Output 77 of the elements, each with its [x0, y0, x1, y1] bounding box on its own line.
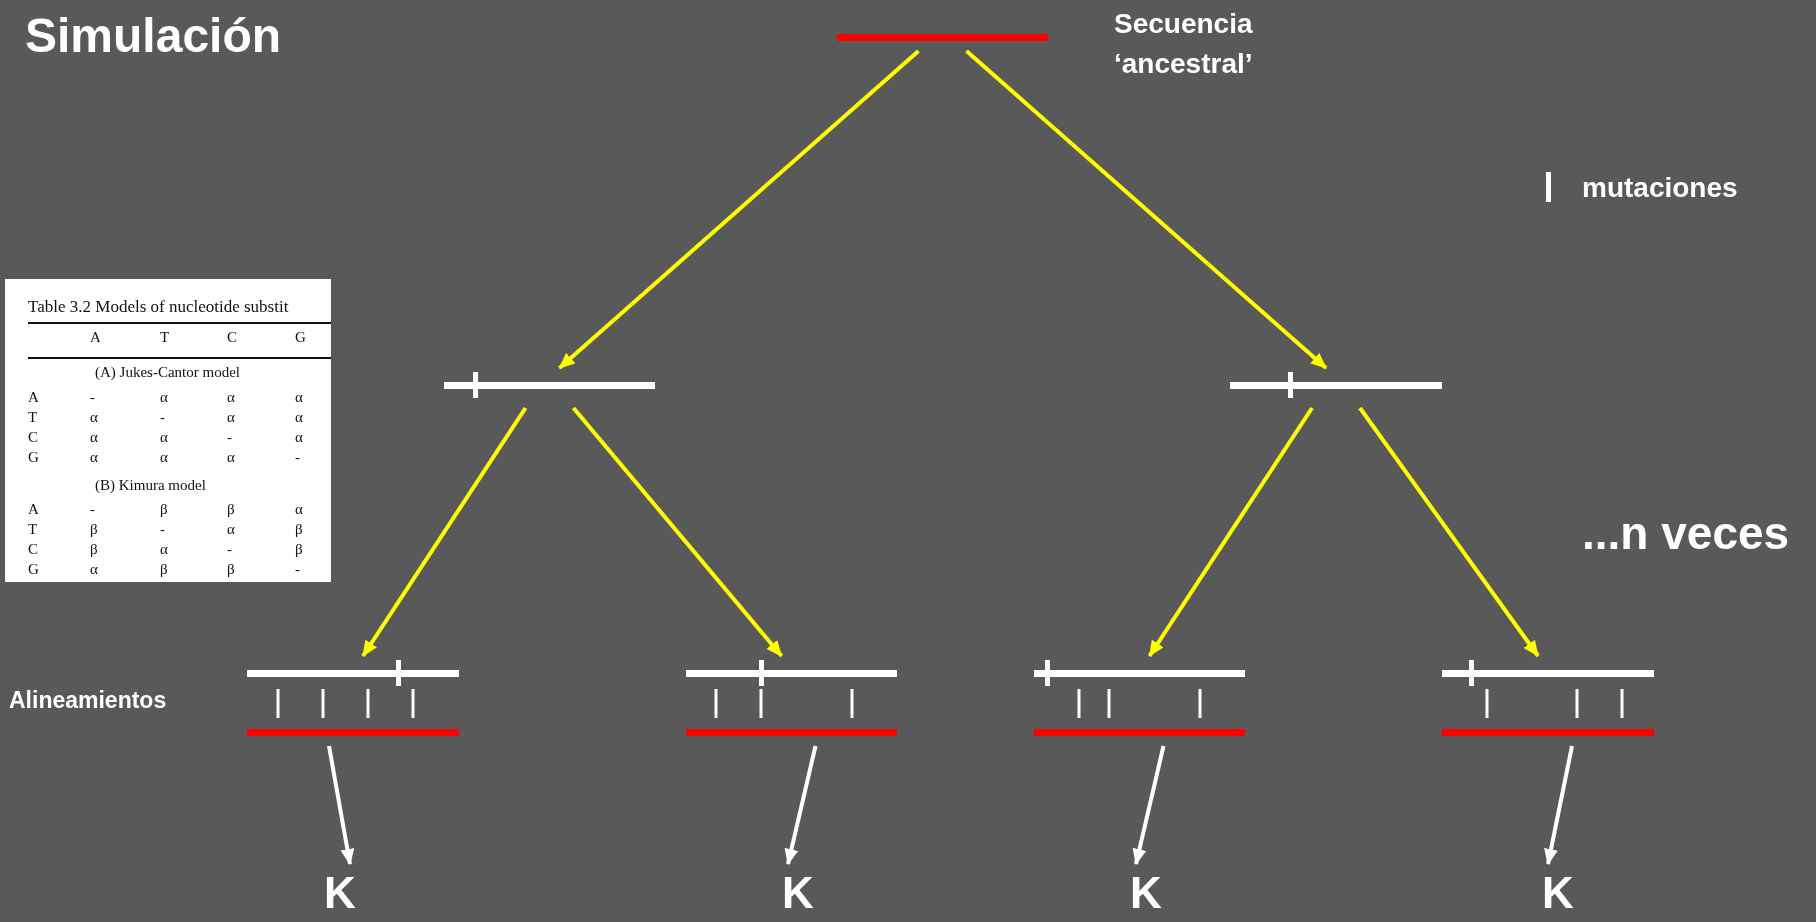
result-label: K	[310, 868, 370, 918]
table-cell: T	[28, 521, 38, 538]
table-cell: -	[295, 449, 300, 466]
table-cell: α	[295, 501, 303, 518]
table-cell: G	[28, 449, 39, 466]
table-cell: β	[295, 521, 303, 538]
table-cell: α	[90, 429, 98, 446]
mutated-sequence-bar	[1034, 660, 1245, 686]
mutated-sequence-bar	[1230, 372, 1442, 398]
table-cell: β	[227, 501, 235, 518]
table-cell: A	[28, 501, 39, 518]
table-cell: α	[160, 389, 168, 406]
table-cell: A	[28, 389, 39, 406]
table-cell: C	[28, 429, 38, 446]
mutated-sequence-bar	[1442, 660, 1654, 686]
repeat-note: ...n veces	[1582, 506, 1790, 560]
table-cell: α	[227, 389, 235, 406]
arrow	[1358, 406, 1540, 658]
table-cell: C	[28, 541, 38, 558]
table-cell: G	[28, 561, 39, 578]
mutated-sequence-bar	[686, 660, 897, 686]
table-cell: -	[160, 521, 165, 538]
table-caption: Table 3.2 Models of nucleotide substit	[28, 297, 289, 317]
arrow	[965, 49, 1328, 370]
arrow	[1147, 406, 1314, 658]
table-section-heading: (B) Kimura model	[95, 477, 206, 494]
arrow	[327, 745, 355, 865]
table-cell: C	[227, 329, 237, 346]
arrow	[1132, 745, 1166, 865]
table-cell: α	[90, 449, 98, 466]
table-cell: -	[227, 429, 232, 446]
table-cell: -	[295, 561, 300, 578]
table-cell: β	[295, 541, 303, 558]
table-cell: α	[295, 409, 303, 426]
table-cell: G	[295, 329, 306, 346]
legend-text: mutaciones	[1582, 173, 1738, 203]
arrow	[784, 745, 818, 865]
mutated-sequence-bar	[444, 372, 655, 398]
table-cell: α	[295, 389, 303, 406]
reference-sequence-bar	[686, 728, 897, 736]
table-cell: T	[28, 409, 38, 426]
table-cell: -	[227, 541, 232, 558]
table-cell: T	[160, 329, 170, 346]
reference-sequence-bar	[1442, 728, 1654, 736]
table-cell: α	[160, 449, 168, 466]
table-cell: β	[160, 501, 168, 518]
reference-sequence-bar	[1034, 728, 1245, 736]
table-cell: α	[90, 561, 98, 578]
table-cell: β	[227, 561, 235, 578]
arrow	[1544, 745, 1574, 865]
table-cell: β	[90, 521, 98, 538]
table-cell: A	[90, 329, 101, 346]
row-label: Alineamientos	[9, 686, 167, 714]
table-cell: -	[90, 389, 95, 406]
table-cell: α	[160, 541, 168, 558]
table-cell: α	[227, 449, 235, 466]
slide-title: Simulación	[25, 8, 282, 63]
table-cell: α	[227, 409, 235, 426]
table-cell: -	[160, 409, 165, 426]
reference-sequence-bar	[247, 728, 459, 736]
table-cell: α	[90, 409, 98, 426]
table-cell: β	[160, 561, 168, 578]
reference-sequence-bar	[837, 33, 1048, 41]
mutated-sequence-bar	[247, 660, 459, 686]
sequence-caption: Secuencia ‘ancestral’	[1114, 7, 1254, 81]
table-section-heading: (A) Jukes-Cantor model	[95, 364, 240, 381]
result-label: K	[1528, 868, 1588, 918]
arrow	[361, 406, 528, 658]
table-cell: α	[160, 429, 168, 446]
table-cell: α	[295, 429, 303, 446]
table-cell: -	[90, 501, 95, 518]
arrow	[558, 49, 920, 370]
table-cell: α	[227, 521, 235, 538]
arrow	[571, 406, 784, 658]
result-label: K	[768, 868, 828, 918]
table-cell: β	[90, 541, 98, 558]
result-label: K	[1116, 868, 1176, 918]
